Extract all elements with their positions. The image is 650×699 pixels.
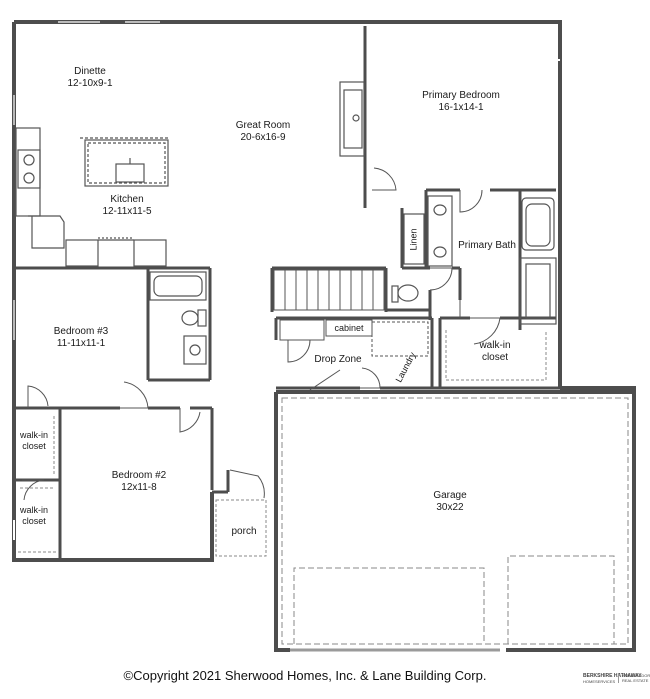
room-label-great-room: Great Room 20-6x16-9 — [228, 120, 298, 144]
room-name: Linen — [408, 228, 419, 251]
room-label-walkin-a: walk-in closet — [14, 430, 54, 452]
room-dims: 12-11x11-5 — [102, 206, 152, 217]
room-name: Drop Zone — [314, 354, 362, 365]
logo-brand: BERKSHIRE HATHAWAY — [583, 673, 642, 679]
logo-sub: HOMESERVICES — [583, 679, 616, 684]
room-label-dinette: Dinette 12-10x9-1 — [60, 66, 120, 90]
room-name-line2: closet — [481, 352, 509, 363]
fireplace — [339, 81, 365, 157]
garage-interior — [281, 397, 629, 645]
closet-shelves — [18, 330, 547, 557]
room-dims: 11-11x11-1 — [56, 338, 106, 349]
room-name: cabinet — [334, 323, 364, 333]
room-dims: 16-1x14-1 — [438, 102, 484, 113]
room-label-porch: porch — [222, 526, 266, 538]
room-name: Kitchen — [110, 194, 144, 205]
room-label-primary-bath: Primary Bath — [452, 240, 522, 252]
room-label-drop-zone: Drop Zone — [308, 354, 368, 366]
brokerage-logo: BERKSHIRE HATHAWAY HOMESERVICES AMBASSAD… — [583, 673, 650, 693]
room-label-kitchen: Kitchen 12-11x11-5 — [92, 194, 162, 218]
room-name: Primary Bedroom — [422, 90, 500, 101]
room-name-line1: walk-in — [479, 340, 511, 351]
copyright-line: ©Copyright 2021 Sherwood Homes, Inc. & L… — [123, 668, 487, 683]
stairs — [273, 269, 385, 311]
kitchen-fixtures — [15, 127, 170, 267]
room-name: Primary Bath — [458, 240, 516, 251]
copyright-text: ©Copyright 2021 Sherwood Homes, Inc. & L… — [0, 668, 650, 683]
room-label-primary-bedroom: Primary Bedroom 16-1x14-1 — [416, 90, 506, 114]
room-label-bedroom3: Bedroom #3 11-11x11-1 — [46, 326, 116, 350]
room-label-walkin-b: walk-in closet — [14, 505, 54, 527]
logo-tag: AMBASSADOR REAL ESTATE — [618, 673, 650, 683]
room-name: Great Room — [235, 120, 291, 131]
room-name: Bedroom #2 — [111, 470, 167, 481]
room-label-linen: Linen — [409, 222, 420, 258]
room-dims: 20-6x16-9 — [240, 132, 286, 143]
window-lines — [13, 21, 160, 340]
room-name-line2: closet — [22, 516, 46, 526]
room-name: Bedroom #3 — [53, 326, 109, 337]
exterior-walls — [12, 20, 636, 652]
room-name-line2: closet — [22, 441, 46, 451]
mudroom-fixtures — [279, 319, 429, 357]
room-name-line1: walk-in — [19, 505, 48, 515]
room-label-walkin-primary: walk-in closet — [470, 340, 520, 364]
room-name: Dinette — [74, 66, 106, 77]
room-name-line1: walk-in — [19, 430, 48, 440]
room-label-garage: Garage 30x22 — [420, 490, 480, 514]
room-label-cabinet: cabinet — [328, 323, 370, 334]
room-name: porch — [231, 526, 257, 537]
room-dims: 12x11-8 — [121, 482, 157, 493]
doors — [22, 167, 501, 501]
interior-walls — [14, 26, 560, 560]
hall-bath-fixtures — [149, 271, 207, 365]
primary-bath-fixtures — [391, 195, 557, 325]
room-name: Garage — [433, 490, 467, 501]
room-dims: 12-10x9-1 — [67, 78, 113, 89]
room-label-bedroom2: Bedroom #2 12x11-8 — [104, 470, 174, 494]
room-dims: 30x22 — [436, 502, 464, 513]
